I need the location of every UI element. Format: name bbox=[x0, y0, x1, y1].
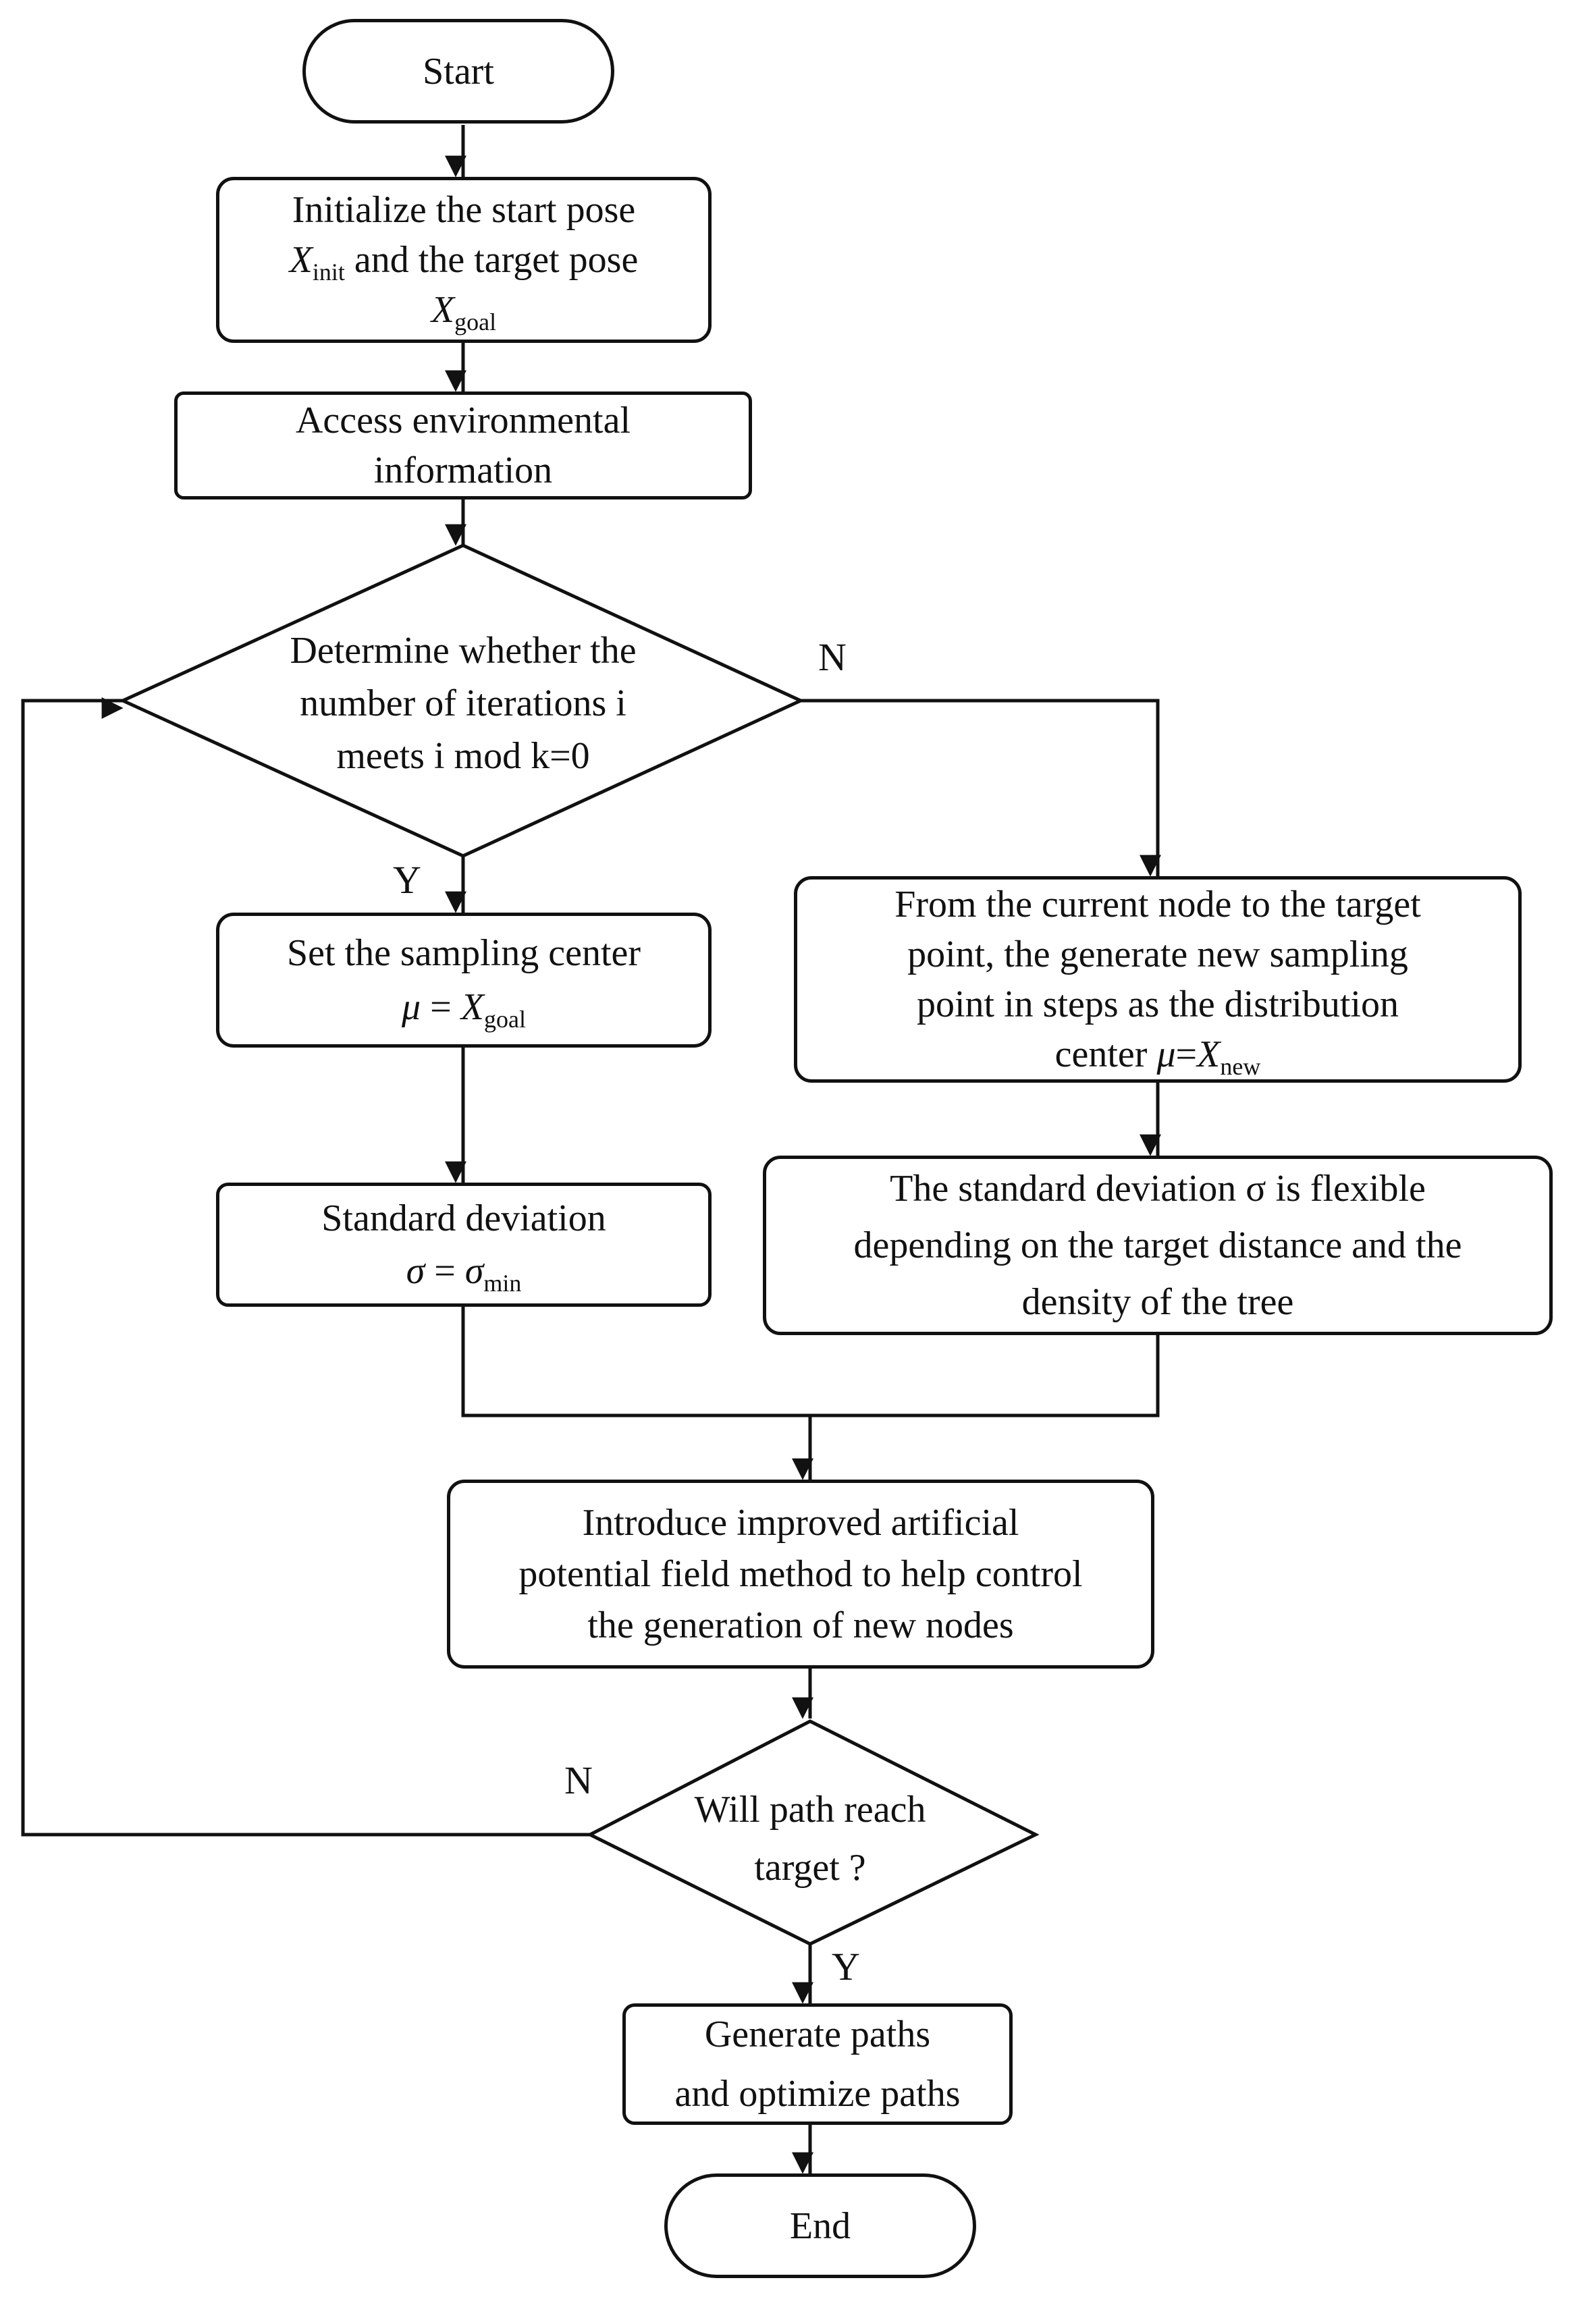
access-environment-box: Access environmental information bbox=[174, 391, 752, 499]
end-label: End bbox=[789, 2205, 851, 2247]
decision2-text: Will path reach target ? bbox=[641, 1781, 979, 1897]
decision2-line2: target ? bbox=[754, 1847, 866, 1889]
apf-line2: potential field method to help control bbox=[518, 1553, 1083, 1595]
edge-decision1-fromcurrent bbox=[801, 699, 1161, 877]
decision2-yes-label: Y bbox=[832, 1945, 860, 1989]
decision1-line1: Determine whether the bbox=[290, 630, 637, 672]
from-current-line3: point in steps as the distribution bbox=[917, 983, 1399, 1025]
std-deviation-min-box: Standard deviation σ = σmin bbox=[216, 1183, 712, 1307]
decision1-yes-label: Y bbox=[393, 858, 421, 902]
start-terminal: Start bbox=[302, 19, 614, 124]
from-current-node-box: From the current node to the target poin… bbox=[794, 876, 1522, 1083]
std-flex-line1: The standard deviation σ is flexible bbox=[890, 1168, 1426, 1210]
initialize-pose-box: Initialize the start pose Xinit and the … bbox=[216, 177, 712, 343]
edge-decision2-loop bbox=[21, 697, 590, 1837]
std-flex-line2: depending on the target distance and the bbox=[853, 1224, 1462, 1266]
decision1-text: Determine whether the number of iteratio… bbox=[203, 624, 724, 782]
generate-line2: and optimize paths bbox=[674, 2073, 961, 2115]
from-current-line1: From the current node to the target bbox=[894, 884, 1421, 925]
start-label: Start bbox=[423, 50, 494, 92]
apf-line3: the generation of new nodes bbox=[587, 1604, 1014, 1646]
decision2-diamond bbox=[586, 1719, 1040, 1946]
decision1-diamond bbox=[118, 543, 805, 858]
std-deviation-flexible-box: The standard deviation σ is flexible dep… bbox=[763, 1156, 1553, 1335]
end-terminal: End bbox=[664, 2173, 976, 2278]
artificial-potential-field-box: Introduce improved artificial potential … bbox=[447, 1480, 1154, 1669]
generate-paths-box: Generate paths and optimize paths bbox=[622, 2003, 1013, 2125]
set-center-line2: μ = Xgoal bbox=[402, 986, 526, 1033]
initialize-line1: Initialize the start pose bbox=[292, 189, 636, 231]
access-line1: Access environmental bbox=[295, 400, 631, 441]
generate-line1: Generate paths bbox=[704, 2014, 931, 2055]
decision1-line3: meets i mod k=0 bbox=[336, 735, 590, 777]
std-min-line2: σ = σmin bbox=[406, 1250, 522, 1297]
set-sampling-center-box: Set the sampling center μ = Xgoal bbox=[216, 913, 712, 1048]
from-current-line2: point, the generate new sampling bbox=[907, 934, 1408, 975]
decision1-line2: number of iterations i bbox=[300, 682, 626, 724]
initialize-line2: Xinit and the target pose bbox=[289, 239, 639, 286]
decision2-no-label: N bbox=[564, 1758, 593, 1802]
decision2-line1: Will path reach bbox=[694, 1789, 926, 1831]
std-flex-line3: density of the tree bbox=[1021, 1281, 1294, 1323]
set-center-line1: Set the sampling center bbox=[286, 932, 641, 974]
apf-line1: Introduce improved artificial bbox=[582, 1502, 1019, 1544]
initialize-line3: Xgoal bbox=[431, 289, 497, 335]
from-current-line4: center μ=Xnew bbox=[1054, 1033, 1261, 1080]
access-line2: information bbox=[373, 450, 553, 491]
decision1-no-label: N bbox=[818, 635, 847, 679]
std-min-line1: Standard deviation bbox=[321, 1197, 606, 1239]
